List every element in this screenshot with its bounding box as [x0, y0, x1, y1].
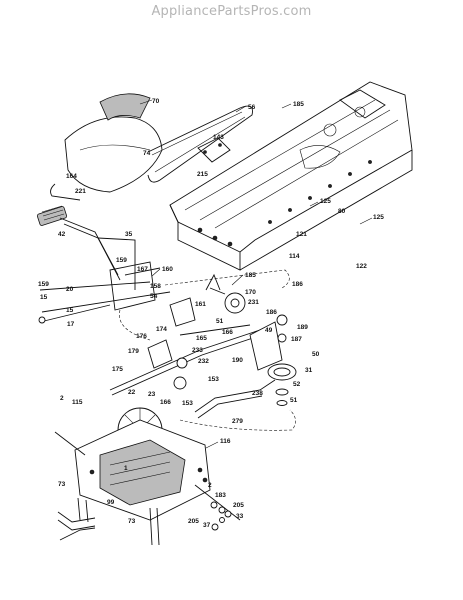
callout-49[interactable]: 49: [265, 327, 273, 334]
callout-73-b[interactable]: 73: [128, 518, 136, 525]
brake-pedal-assembly[interactable]: [36, 183, 136, 290]
callout-161[interactable]: 161: [195, 301, 206, 308]
callout-115[interactable]: 115: [72, 399, 83, 406]
callout-74[interactable]: 74: [143, 150, 151, 157]
callout-175[interactable]: 175: [112, 366, 123, 373]
transmission-pulley[interactable]: [267, 363, 297, 406]
callout-232[interactable]: 232: [198, 358, 209, 365]
callout-37[interactable]: 37: [203, 522, 211, 529]
callout-50[interactable]: 50: [312, 351, 320, 358]
callout-42[interactable]: 42: [58, 231, 66, 238]
callout-17[interactable]: 17: [67, 321, 75, 328]
callout-166-b[interactable]: 166: [160, 399, 171, 406]
callout-80[interactable]: 80: [338, 208, 346, 215]
callout-164[interactable]: 164: [66, 173, 77, 180]
callout-185[interactable]: 185: [293, 101, 304, 108]
callout-159[interactable]: 159: [38, 281, 49, 288]
callout-20[interactable]: 20: [66, 286, 74, 293]
callout-125-a[interactable]: 125: [320, 198, 331, 205]
callout-33[interactable]: 33: [236, 513, 244, 520]
callout-51-a[interactable]: 51: [216, 318, 224, 325]
brake-linkage[interactable]: [38, 261, 290, 341]
callout-183[interactable]: 183: [215, 492, 226, 499]
callout-15-a[interactable]: 15: [40, 294, 48, 301]
callout-159-upper[interactable]: 159: [116, 257, 127, 264]
idler-arm-bracket[interactable]: [169, 297, 251, 336]
callout-23[interactable]: 23: [148, 391, 156, 398]
callout-176[interactable]: 176: [136, 333, 147, 340]
callout-22[interactable]: 22: [128, 389, 136, 396]
chassis-frame[interactable]: [169, 81, 413, 271]
callout-190[interactable]: 190: [232, 357, 243, 364]
callout-238[interactable]: 238: [252, 390, 263, 397]
callout-160[interactable]: 160: [162, 266, 173, 273]
callout-54[interactable]: 54: [150, 293, 158, 300]
callout-185-b[interactable]: 185: [245, 272, 256, 279]
callout-52[interactable]: 52: [293, 381, 301, 388]
callout-221[interactable]: 221: [75, 188, 86, 195]
callout-174[interactable]: 174: [156, 326, 167, 333]
callout-15-b[interactable]: 15: [66, 307, 74, 314]
callout-99[interactable]: 99: [107, 499, 115, 506]
callout-56[interactable]: 56: [248, 104, 256, 111]
leader-lines: [139, 99, 373, 449]
callout-1[interactable]: 1: [124, 465, 128, 472]
shift-rod[interactable]: [179, 379, 296, 431]
callout-158[interactable]: 158: [150, 283, 161, 290]
transaxle[interactable]: [54, 419, 241, 521]
callout-205-b[interactable]: 205: [188, 518, 199, 525]
callout-205-a[interactable]: 205: [233, 502, 244, 509]
callout-35[interactable]: 35: [125, 231, 133, 238]
callout-116[interactable]: 116: [220, 438, 231, 445]
mounting-bolts[interactable]: [77, 497, 160, 546]
callout-231[interactable]: 231: [248, 299, 259, 306]
callout-166-a[interactable]: 166: [222, 329, 233, 336]
callout-179[interactable]: 179: [128, 348, 139, 355]
callout-31[interactable]: 31: [305, 367, 313, 374]
callout-122[interactable]: 122: [356, 263, 367, 270]
callout-73-a[interactable]: 73: [58, 481, 66, 488]
cross-shaft[interactable]: [109, 329, 263, 396]
clutch-idler-bracket[interactable]: [249, 314, 288, 371]
callout-2-b[interactable]: 2: [208, 482, 212, 489]
axle-hardware[interactable]: [210, 501, 232, 531]
callout-165[interactable]: 165: [196, 335, 207, 342]
lower-shift-rod[interactable]: [57, 511, 96, 541]
callout-143[interactable]: 143: [213, 134, 224, 141]
callout-215[interactable]: 215: [197, 171, 208, 178]
callout-187[interactable]: 187: [291, 336, 302, 343]
callout-167[interactable]: 167: [137, 266, 148, 273]
engine-pan-cover[interactable]: [64, 93, 163, 193]
callout-70[interactable]: 70: [152, 98, 160, 105]
callout-labels: 70 56 185 143 74 215 164 221 42 35 125 8…: [38, 98, 384, 529]
callout-186-top[interactable]: 186: [292, 281, 303, 288]
watermark-text: AppliancePartsPros.com: [151, 4, 312, 19]
callout-2-a[interactable]: 2: [60, 395, 64, 402]
callout-51-b[interactable]: 51: [290, 397, 298, 404]
callout-153-a[interactable]: 153: [208, 376, 219, 383]
callout-233[interactable]: 233: [192, 347, 203, 354]
callout-189[interactable]: 189: [297, 324, 308, 331]
callout-121[interactable]: 121: [296, 231, 307, 238]
callout-125-b[interactable]: 125: [373, 214, 384, 221]
idler-pulley[interactable]: [205, 273, 246, 314]
callout-186[interactable]: 186: [266, 309, 277, 316]
belt-guide[interactable]: [197, 137, 231, 163]
callout-114[interactable]: 114: [289, 253, 300, 260]
callout-153-b[interactable]: 153: [182, 400, 193, 407]
callout-170[interactable]: 170: [245, 289, 256, 296]
callout-279[interactable]: 279: [232, 418, 243, 425]
